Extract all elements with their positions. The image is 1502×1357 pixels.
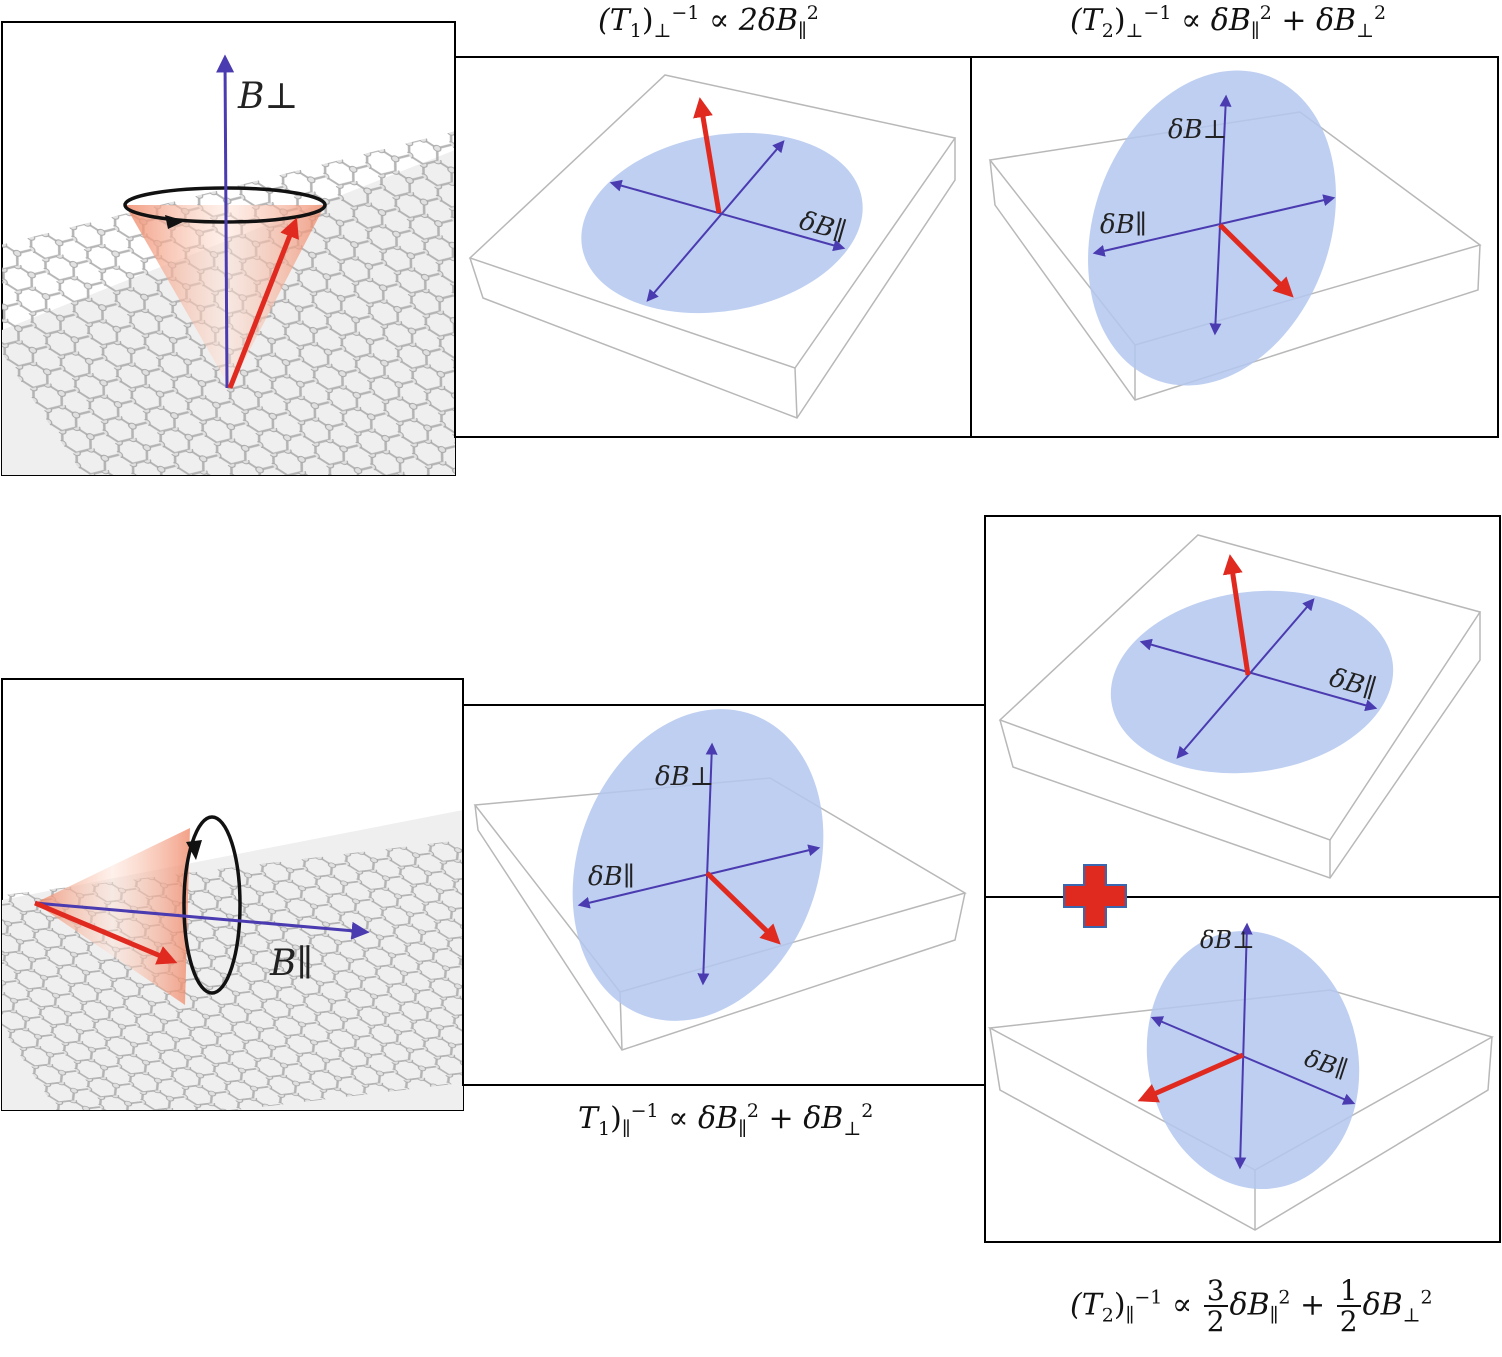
b-perp-label: B⊥ (237, 76, 298, 117)
f-lhs: T (578, 1101, 599, 1136)
db-perp-label: δB⊥ (655, 762, 714, 792)
f-sup: −1 (1143, 2, 1172, 24)
db-par-label: δB∥ (588, 862, 635, 892)
precession-cone (35, 828, 190, 1005)
fluctuation-box-t2-perp: δB⊥ δB∥ (988, 70, 1482, 401)
f-num: 1 (1336, 1276, 1361, 1308)
f-den: 2 (1339, 1305, 1358, 1339)
f-sub: ∥ (738, 1118, 747, 1140)
f-sup: 2 (1259, 2, 1272, 24)
db-par-label: δB∥ (1100, 210, 1147, 240)
spin-arrow (705, 871, 781, 945)
b-par-axis (34, 901, 370, 940)
f-num: 3 (1203, 1276, 1228, 1308)
f-plus: + δB (758, 1101, 844, 1136)
fluctuation-box-t2-par-a: δB∥ (998, 534, 1482, 879)
panel-parallel-precession: B∥ (1, 678, 464, 1111)
f-close: ) (610, 1101, 622, 1136)
f-close: ) (1113, 3, 1126, 38)
b-par-label: B∥ (269, 943, 313, 984)
f-plus: + (1290, 1287, 1335, 1323)
f-sup: 2 (1420, 1286, 1433, 1309)
f-plus: + δB (1271, 3, 1357, 38)
f-sub: ∥ (1250, 20, 1260, 42)
f-close: ) (1113, 1287, 1126, 1323)
f-sub: 2 (1101, 1304, 1114, 1327)
f-lhs: (T (598, 3, 630, 38)
f-lhs: (T (1070, 3, 1102, 38)
formula-t1-par: T1)∥−1 ∝ δB∥2 + δB⊥2 (578, 1100, 873, 1140)
db-perp-label: δB⊥ (1168, 115, 1227, 145)
f-lhs: (T (1070, 1287, 1102, 1323)
panel-perpendicular-precession: B⊥ (1, 21, 456, 476)
f-term: δB (1229, 1287, 1270, 1323)
f-sub: ∥ (1269, 1304, 1279, 1327)
f-sub: ⊥ (653, 20, 672, 42)
f-sub: ⊥ (843, 1118, 862, 1140)
f-sup: 2 (1278, 1286, 1291, 1309)
b-perp-axis (216, 54, 235, 389)
f-sup: −1 (630, 1100, 659, 1122)
f-sub: ∥ (621, 1118, 631, 1140)
f-sup: 2 (1373, 2, 1387, 24)
f-sup: 2 (806, 2, 819, 24)
f-rel: ∝ 2δB (699, 3, 798, 38)
formula-t2-perp: (T2)⊥−1 ∝ δB∥2 + δB⊥2 (1070, 2, 1386, 42)
formula-t1-perp: (T1)⊥−1 ∝ 2δB∥2 (598, 2, 819, 42)
fluctuation-disk (572, 709, 824, 1021)
plus-icon (1063, 864, 1127, 928)
f-rel: ∝ δB (658, 1101, 739, 1136)
f-close: ) (641, 3, 654, 38)
db-perp-label: δB⊥ (1200, 926, 1255, 954)
f-sub: ∥ (798, 20, 807, 42)
fluctuation-box-t1-perp: δB∥ (468, 74, 957, 419)
spin-arrow (693, 97, 722, 214)
spin-arrow (227, 217, 299, 389)
f-sup: 2 (746, 1100, 759, 1122)
frame-t2-par-b (984, 896, 1501, 1243)
rotation-arrow-icon (182, 815, 242, 995)
f-sup: 2 (861, 1100, 874, 1122)
spin-arrow (1218, 223, 1294, 298)
f-sub: 1 (629, 20, 642, 42)
f-sub: 1 (598, 1118, 611, 1140)
f-rel: ∝ (1162, 1287, 1202, 1323)
f-term: δB (1362, 1287, 1403, 1323)
fluctuation-box-t1-par: δB⊥ δB∥ (473, 709, 967, 1051)
f-sup: −1 (1134, 1286, 1163, 1309)
f-sub: ⊥ (1402, 1304, 1421, 1327)
frame-t2-perp (970, 56, 1499, 438)
f-sub: ⊥ (1356, 20, 1374, 42)
fluctuation-disk (1088, 70, 1336, 386)
spin-arrow (34, 900, 178, 965)
f-rel: ∝ δB (1171, 3, 1251, 38)
f-sub: ⊥ (1125, 20, 1144, 42)
fluctuation-box-t2-par-b: δB⊥ δB∥ (987, 922, 1494, 1231)
f-den: 2 (1206, 1305, 1225, 1339)
f-sup: −1 (671, 2, 700, 24)
f-sub: ∥ (1125, 1304, 1135, 1327)
f-sub: 2 (1101, 20, 1114, 42)
spin-arrow (1137, 1052, 1245, 1103)
spin-arrow (1222, 554, 1251, 676)
